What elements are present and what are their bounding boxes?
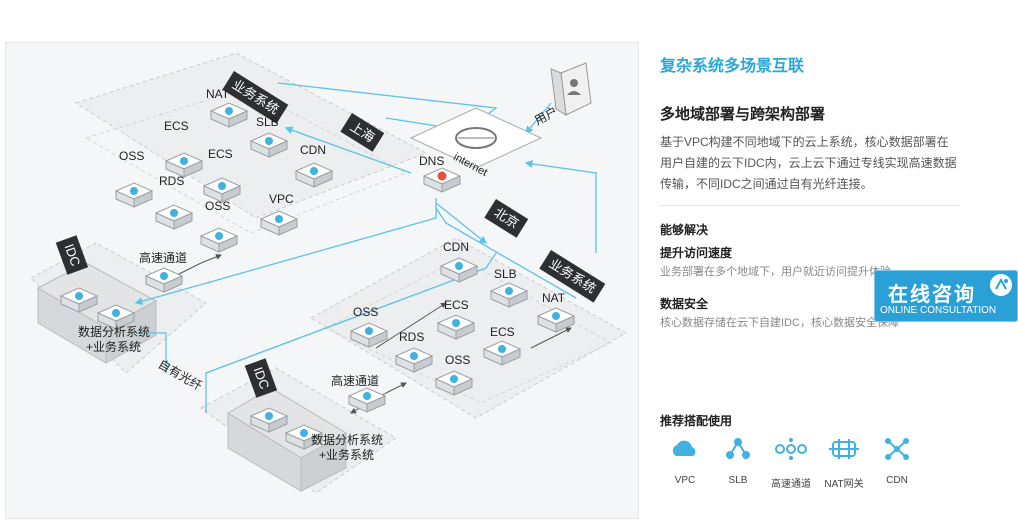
product-cdn[interactable]: CDN xyxy=(872,436,922,486)
label-oss: OSS xyxy=(353,305,379,319)
cdn-icon xyxy=(885,438,909,460)
label-data-system: 数据分析系统 xyxy=(311,433,384,447)
product-name: VPC xyxy=(674,475,696,486)
product-name: SLB xyxy=(728,475,748,486)
label-slb: SLB xyxy=(256,115,279,129)
benefit-text-speed: 业务部署在多个地域下，用户就近访问提升体验 xyxy=(660,266,891,278)
label-ecs: ECS xyxy=(164,119,189,133)
benefit-title-security: 数据安全 xyxy=(660,297,709,311)
label-ecs: ECS xyxy=(208,147,233,161)
label-nat: NAT xyxy=(542,291,566,305)
consult-subtitle: ONLINE CONSULTATION xyxy=(880,305,997,316)
product-vpc[interactable]: VPC xyxy=(660,436,710,486)
product-nat-gateway[interactable]: NAT网关 xyxy=(819,436,869,490)
label-slb: SLB xyxy=(494,267,517,281)
label-oss: OSS xyxy=(119,149,145,163)
label-high-speed-channel: 高速通道 xyxy=(331,374,380,388)
product-express-connect[interactable]: 高速通道 xyxy=(766,436,816,490)
label-oss: OSS xyxy=(445,353,471,367)
label-high-speed-channel: 高速通道 xyxy=(139,251,188,265)
recommend-heading: 推荐搭配使用 xyxy=(660,414,733,428)
cloud-icon xyxy=(672,440,696,456)
product-name: CDN xyxy=(886,475,908,486)
product-name: 高速通道 xyxy=(771,479,811,490)
solve-heading: 能够解决 xyxy=(660,223,709,237)
express-connect-icon xyxy=(775,438,807,460)
label-dns: DNS xyxy=(419,154,445,168)
info-panel: 复杂系统多场景互联 多地域部署与跨架构部署 基于VPC构建不同地域下的云上系统，… xyxy=(660,0,1015,526)
online-consultation-button[interactable]: 在线咨询 ONLINE CONSULTATION xyxy=(874,270,1018,322)
user-device-icon xyxy=(550,62,592,116)
label-rds: RDS xyxy=(399,330,425,344)
slb-icon xyxy=(726,438,750,459)
label-business-system: +业务系统 xyxy=(319,448,375,462)
label-ecs: ECS xyxy=(444,298,469,312)
label-oss: OSS xyxy=(205,199,231,213)
product-slb[interactable]: SLB xyxy=(713,436,763,486)
label-cdn: CDN xyxy=(443,240,469,254)
label-ecs: ECS xyxy=(490,325,515,339)
scenario-title: 多地域部署与跨架构部署 xyxy=(660,106,826,123)
section-title: 复杂系统多场景互联 xyxy=(660,58,805,75)
benefit-text-security: 核心数据存储在云下自建IDC，核心数据安全保障 xyxy=(660,317,899,329)
label-vpc: VPC xyxy=(269,192,294,206)
diagram-graphics xyxy=(30,52,628,494)
scenario-description: 基于VPC构建不同地域下的云上系统，核心数据部署在用户自建的云下IDC内，云上云… xyxy=(660,135,957,191)
product-name: NAT网关 xyxy=(824,479,864,490)
label-cdn: CDN xyxy=(300,143,326,157)
label-business-system: +业务系统 xyxy=(86,340,142,354)
dns-node-icon xyxy=(422,167,462,193)
nat-gateway-icon xyxy=(829,439,859,459)
architecture-diagram: NAT 业务系统 ECS SLB ECS OSS RDS OSS CDN VPC… xyxy=(5,42,639,519)
chat-bubble-icon xyxy=(990,274,1012,296)
label-rds: RDS xyxy=(159,174,185,188)
divider xyxy=(660,205,960,206)
benefit-title-speed: 提升访问速度 xyxy=(660,246,733,260)
consult-title: 在线咨询 xyxy=(888,284,976,306)
label-data-system: 数据分析系统 xyxy=(78,325,151,339)
internet-hub-icon xyxy=(409,107,543,169)
